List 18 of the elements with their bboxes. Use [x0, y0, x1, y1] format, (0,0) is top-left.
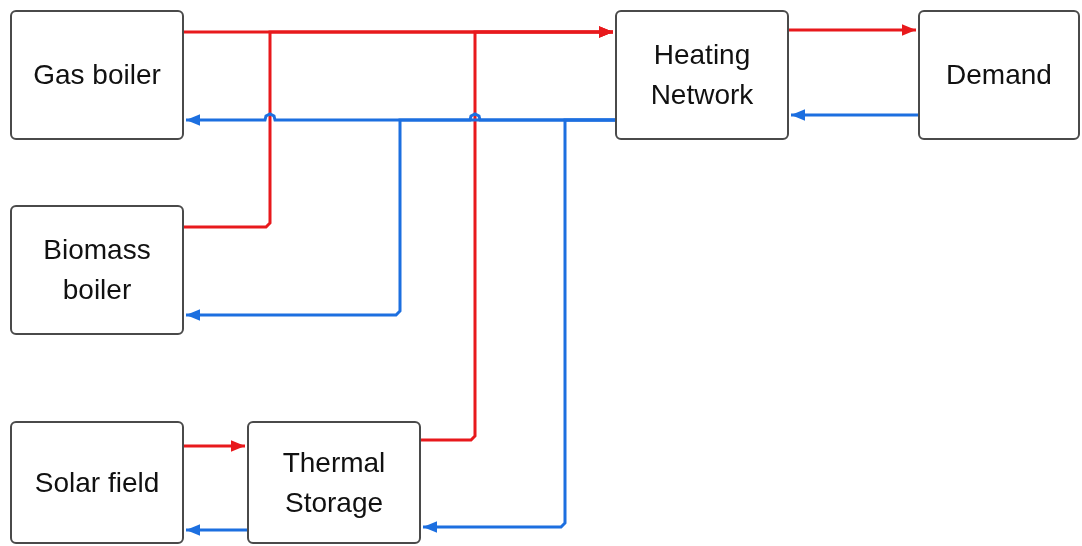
process-box: [10, 205, 184, 335]
node-label: Biomass boiler: [42, 233, 152, 307]
node-label: Heating Network: [649, 38, 755, 112]
node-label: Thermal Storage: [281, 445, 387, 520]
node-label: Solar field: [33, 465, 161, 500]
node-label: Gas boiler: [32, 58, 162, 92]
arrow: [421, 26, 613, 442]
process-box: [10, 10, 184, 140]
arrow: [184, 440, 245, 452]
process-box: [918, 10, 1080, 140]
process-box: [247, 421, 421, 544]
arrow: [791, 109, 918, 121]
process-box: [615, 10, 789, 140]
arrow: [789, 24, 916, 36]
node-label: Demand: [945, 58, 1053, 92]
arrow: [423, 118, 615, 533]
arrow: [186, 524, 247, 536]
process-box: [10, 421, 184, 544]
